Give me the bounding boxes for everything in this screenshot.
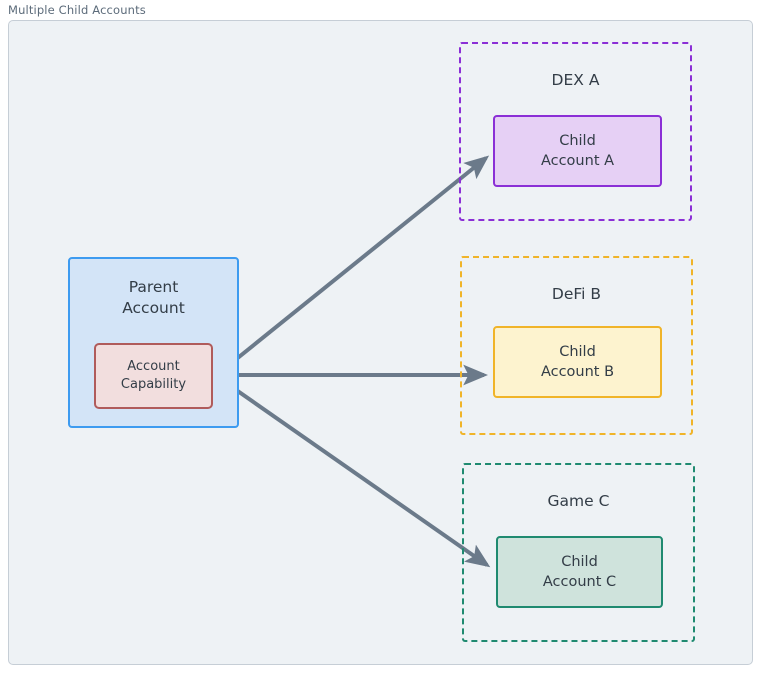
child-account-b-label-line1: Child: [559, 344, 596, 360]
group-dex-a-label: DEX A: [551, 71, 600, 89]
child-account-b-node[interactable]: Child Account B: [493, 326, 662, 398]
account-capability-label-line1: Account: [127, 359, 180, 375]
child-account-c-node[interactable]: Child Account C: [496, 536, 663, 608]
parent-account-label-line1: Parent: [128, 278, 179, 296]
child-account-a-label-line1: Child: [559, 133, 596, 149]
child-account-c-label-line2: Account C: [542, 574, 617, 590]
account-capability-node[interactable]: Account Capability: [94, 343, 213, 409]
child-account-a-node[interactable]: Child Account A: [493, 115, 662, 187]
account-capability-label-line2: Capability: [120, 377, 187, 392]
group-dex-a[interactable]: DEX A: [459, 42, 692, 221]
parent-account-label-line2: Account: [122, 299, 185, 318]
child-account-a-label-line2: Account A: [540, 153, 615, 169]
child-account-c-label-line1: Child: [561, 554, 598, 570]
group-game-c-label: Game C: [547, 492, 610, 510]
group-defi-b-label: DeFi B: [551, 285, 602, 303]
group-game-c[interactable]: Game C: [462, 463, 695, 642]
child-account-b-label-line2: Account B: [540, 364, 615, 380]
group-defi-b[interactable]: DeFi B: [460, 256, 693, 435]
frame-title: Multiple Child Accounts: [8, 3, 146, 17]
